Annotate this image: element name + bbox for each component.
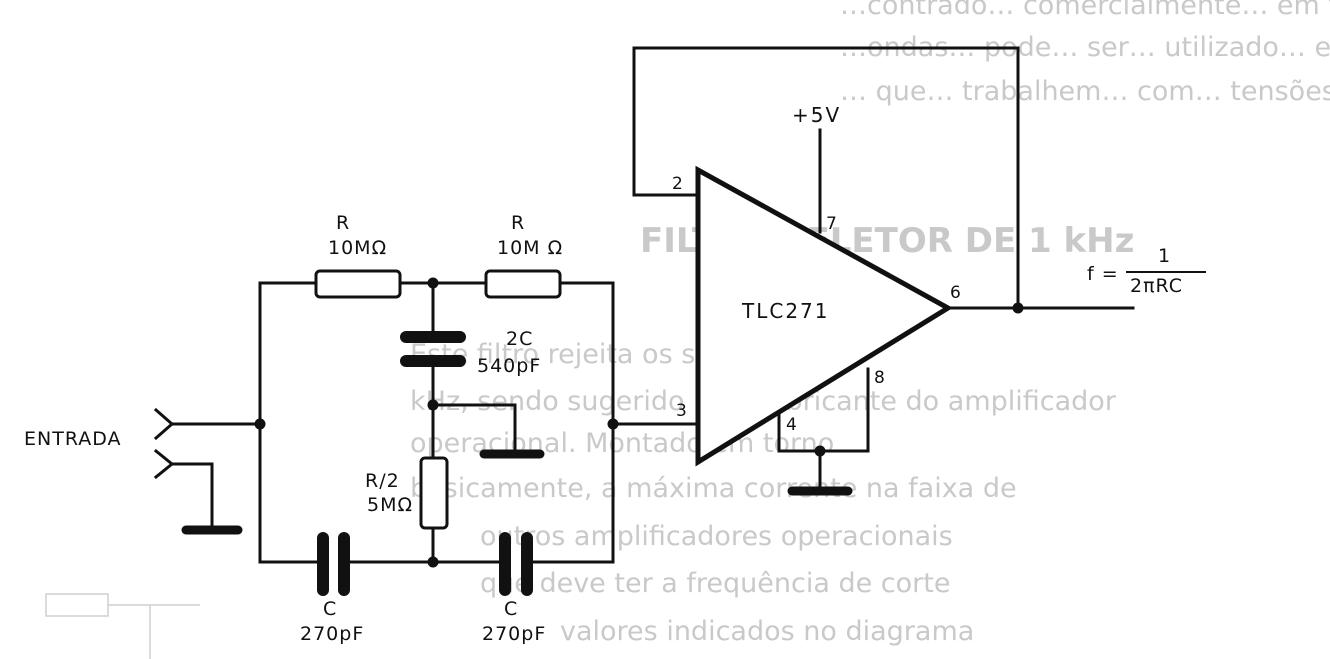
twin-t-wiring <box>258 281 700 564</box>
junction-center <box>427 399 439 411</box>
op-amp: TLC271 <box>695 165 953 467</box>
op-amp-wiring: +5V <box>632 46 1135 496</box>
bleed-line-3: … que… trabalhem… com… tensões… menores… <box>840 76 1330 107</box>
pin-3-label: 3 <box>676 401 687 421</box>
c-mid-value: 540pF <box>477 355 541 377</box>
bleed-para-5: outros amplificadores operacionais <box>480 521 953 552</box>
background-bleed-text: …contrado… comercialmente… em formato… c… <box>45 0 1330 659</box>
r-half-name: R/2 <box>365 470 400 492</box>
formula-denominator: 2πRC <box>1130 275 1183 297</box>
pin-2-label: 2 <box>672 174 683 194</box>
bleed-wire <box>108 604 200 659</box>
capacitor-c2 <box>499 532 533 596</box>
bleed-para-7: valores indicados no diagrama <box>560 616 974 647</box>
input-terminal-top <box>153 407 175 441</box>
r-half-value: 5MΩ <box>367 494 413 516</box>
bleed-line-1: …contrado… comercialmente… em formato… c… <box>840 0 1330 21</box>
junction-pin3 <box>607 418 619 430</box>
pin-7-label: 7 <box>826 214 837 234</box>
resistor-r1 <box>314 269 402 299</box>
pin-4-label: 4 <box>786 415 797 435</box>
input-label: ENTRADA <box>24 428 122 450</box>
op-amp-label: TLC271 <box>741 299 830 323</box>
op-amp-triangle <box>695 165 953 467</box>
resistor-r2 <box>484 269 562 299</box>
input-ground-wire <box>170 462 214 532</box>
feedback-wire <box>632 46 1020 310</box>
c-mid-name: 2C <box>506 328 533 350</box>
junction-bottom-mid <box>427 556 439 568</box>
formula-numerator: 1 <box>1158 245 1171 267</box>
c1-value: 270pF <box>300 623 364 645</box>
frequency-formula: f = 1 2πRC <box>1087 245 1206 297</box>
bleed-para-3: operacional. Montado em torno <box>410 428 834 459</box>
center-ground-wire <box>431 403 517 456</box>
pin-8-label: 8 <box>874 368 885 388</box>
capacitor-c1 <box>317 532 350 596</box>
c2-name: C <box>504 598 518 620</box>
component-labels: R 10MΩ R 10M Ω 2C 540pF R/2 5MΩ C 270pF … <box>300 212 563 645</box>
junction-input <box>254 418 266 430</box>
junction-top-mid <box>427 277 439 289</box>
input-terminals: ENTRADA <box>24 407 262 535</box>
pin-numbers: 2 3 4 6 7 8 <box>672 174 961 435</box>
supply-label: +5V <box>792 103 841 127</box>
r2-value: 10M Ω <box>497 237 563 259</box>
bleed-resistor <box>45 593 109 617</box>
c1-name: C <box>323 598 337 620</box>
pin-6-label: 6 <box>950 283 961 303</box>
c2-value: 270pF <box>482 623 546 645</box>
resistor-r-half <box>419 456 449 530</box>
formula-lhs: f = <box>1087 263 1119 285</box>
capacitor-2c <box>400 331 466 367</box>
r1-name: R <box>336 212 350 234</box>
bleed-para-4: basicamente, a máxima corrente na faixa … <box>410 473 1017 504</box>
r2-name: R <box>511 212 525 234</box>
r1-value: 10MΩ <box>328 237 387 259</box>
pins-4-8-wire <box>777 367 870 453</box>
input-terminal-bottom <box>153 448 175 480</box>
bleed-para-6: que deve ter a frequência de corte <box>480 568 950 599</box>
